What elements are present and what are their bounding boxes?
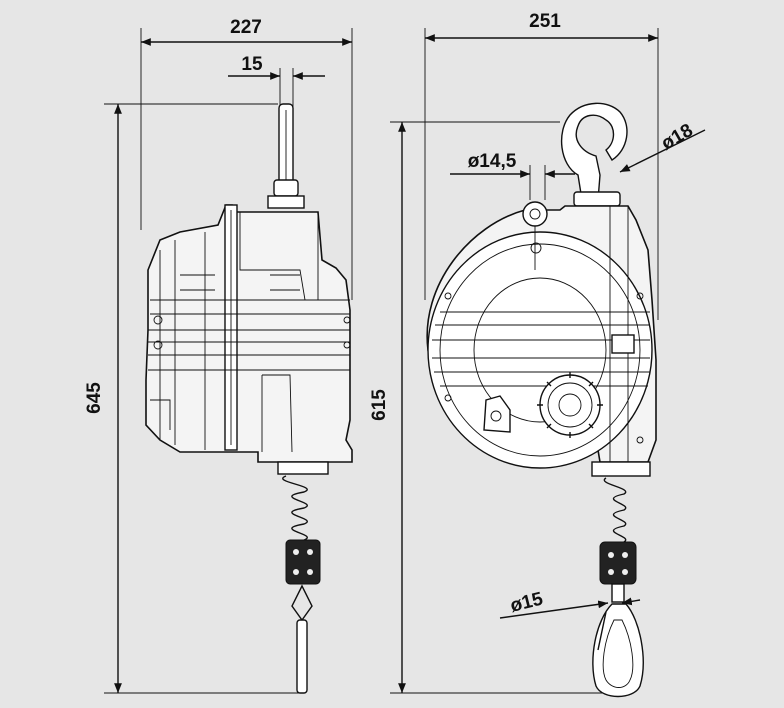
top-hook-front [560,102,628,207]
spring-front [591,461,651,603]
carabiner [592,603,644,698]
housing-side [145,204,353,463]
hook-offset-dimension-15: 15 [241,54,263,75]
width-dimension-227: 227 [230,17,262,38]
hook-shank-diameter: ø14,5 [468,151,517,172]
side-view: 227 15 645 [84,17,353,694]
housing-front [426,201,657,469]
height-dimension-645: 645 [84,382,105,414]
hook-eye-diameter: ø18 [658,120,697,155]
front-view: 251 615 ø14,5 ø18 ø15 [369,11,706,698]
height-dimension-615: 615 [369,389,390,421]
adjustment-gear [537,372,603,438]
top-hook-side [267,103,305,209]
spring-side [277,461,329,694]
width-dimension-251: 251 [529,11,561,32]
